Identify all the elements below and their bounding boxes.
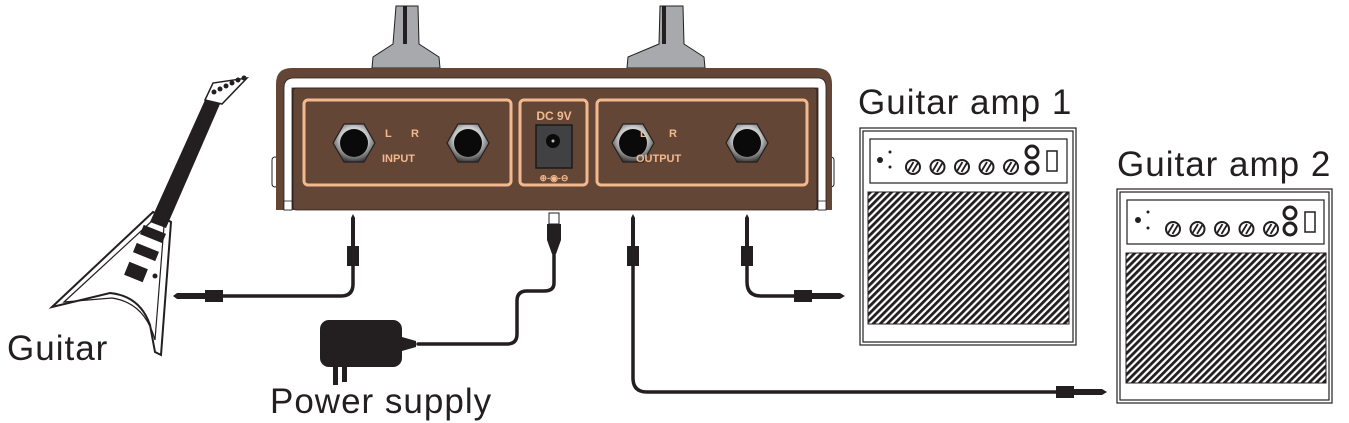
amp-knob-mark xyxy=(1264,223,1273,235)
amp1-jacks xyxy=(1024,144,1058,176)
amp-knob-mark xyxy=(1166,223,1175,235)
amp-knob-mark xyxy=(1245,223,1253,235)
amp2-label: Guitar amp 2 xyxy=(1117,145,1332,184)
input-jack-right[interactable] xyxy=(446,123,490,163)
amp-knob-mark xyxy=(1004,161,1013,173)
amp-knob-mark xyxy=(985,161,993,173)
amp-knob xyxy=(1189,221,1206,237)
guitar-cable xyxy=(194,260,355,298)
amp-knob xyxy=(954,159,970,175)
amp-knob-mark xyxy=(1240,223,1248,235)
amp2-jacks xyxy=(1282,205,1316,237)
amp-knob-mark xyxy=(906,161,915,173)
plug-dc xyxy=(547,212,561,254)
amp-knob xyxy=(1214,221,1230,237)
amp-knob-mark xyxy=(1196,223,1204,235)
power-cable xyxy=(416,250,556,346)
guitar-illustration xyxy=(48,75,250,357)
input-left-label: L xyxy=(385,128,392,140)
output-jack-left[interactable] xyxy=(611,123,655,163)
amp-knob-mark xyxy=(1215,223,1224,235)
footswitch-knob-right xyxy=(626,5,706,69)
amp2-cable xyxy=(631,263,1062,394)
dc-power-jack[interactable] xyxy=(535,124,573,169)
amp2-knobs xyxy=(1135,210,1150,230)
input-section xyxy=(302,98,513,187)
output-jack-right[interactable] xyxy=(725,123,769,163)
amp-knob-mark xyxy=(931,161,939,173)
plug-output-left xyxy=(627,214,639,266)
guitar-amp-2 xyxy=(1116,188,1333,404)
amp-knob xyxy=(1263,221,1279,237)
plug-input-left xyxy=(347,214,359,266)
amp-knob xyxy=(978,159,995,175)
amp-knob-mark xyxy=(1171,223,1180,235)
output-right-label: R xyxy=(669,128,677,140)
amp-knob xyxy=(1003,159,1019,175)
polarity-symbol: ⊕-◉-⊖ xyxy=(540,173,569,183)
amp1-knobs xyxy=(877,150,892,169)
amp-knob-mark xyxy=(980,161,988,173)
amp-knob-mark xyxy=(955,161,964,173)
amp2-speaker-grille xyxy=(1125,252,1327,384)
amp1-speaker-grille xyxy=(867,191,1070,325)
guitar-label: Guitar xyxy=(7,329,109,368)
input-label: INPUT xyxy=(382,153,415,165)
input-jack-left[interactable] xyxy=(332,123,376,163)
amp-knob-mark xyxy=(1220,223,1229,235)
output-label: OUTPUT xyxy=(636,153,682,165)
amp-knob-mark xyxy=(960,161,969,173)
dc-9v-label: DC 9V xyxy=(536,109,571,123)
pedal: L R INPUT DC 9V ⊕-◉-⊖ L R OUTPUT xyxy=(271,5,835,211)
plug-amp1 xyxy=(794,290,845,302)
output-section xyxy=(595,98,809,187)
input-right-label: R xyxy=(411,128,419,140)
power-supply-label: Power supply xyxy=(270,382,493,421)
amp-knob-mark xyxy=(1009,161,1018,173)
amp-knob-mark xyxy=(1191,223,1199,235)
amp-knob-mark xyxy=(1269,223,1278,235)
footswitch-knob-left xyxy=(371,5,441,69)
amp-knob xyxy=(1238,221,1255,237)
amp1-control-panel xyxy=(869,138,1068,184)
power-supply-adapter xyxy=(320,320,416,385)
output-left-label: L xyxy=(640,128,647,140)
amp1-cable xyxy=(745,263,802,298)
amp-knob-mark xyxy=(911,161,920,173)
amp2-knob-row xyxy=(1165,221,1279,237)
amp-knob-mark xyxy=(936,161,944,173)
amp1-knob-row xyxy=(905,159,1019,175)
amp-knob xyxy=(929,159,946,175)
guitar-amp-1 xyxy=(859,127,1077,346)
amp1-label: Guitar amp 1 xyxy=(858,83,1073,122)
plug-amp2 xyxy=(1056,386,1107,398)
plug-output-right xyxy=(741,214,753,266)
dc-section xyxy=(518,98,589,187)
amp-knob xyxy=(905,159,921,175)
amp-knob xyxy=(1165,221,1181,237)
plug-guitar xyxy=(173,290,223,302)
